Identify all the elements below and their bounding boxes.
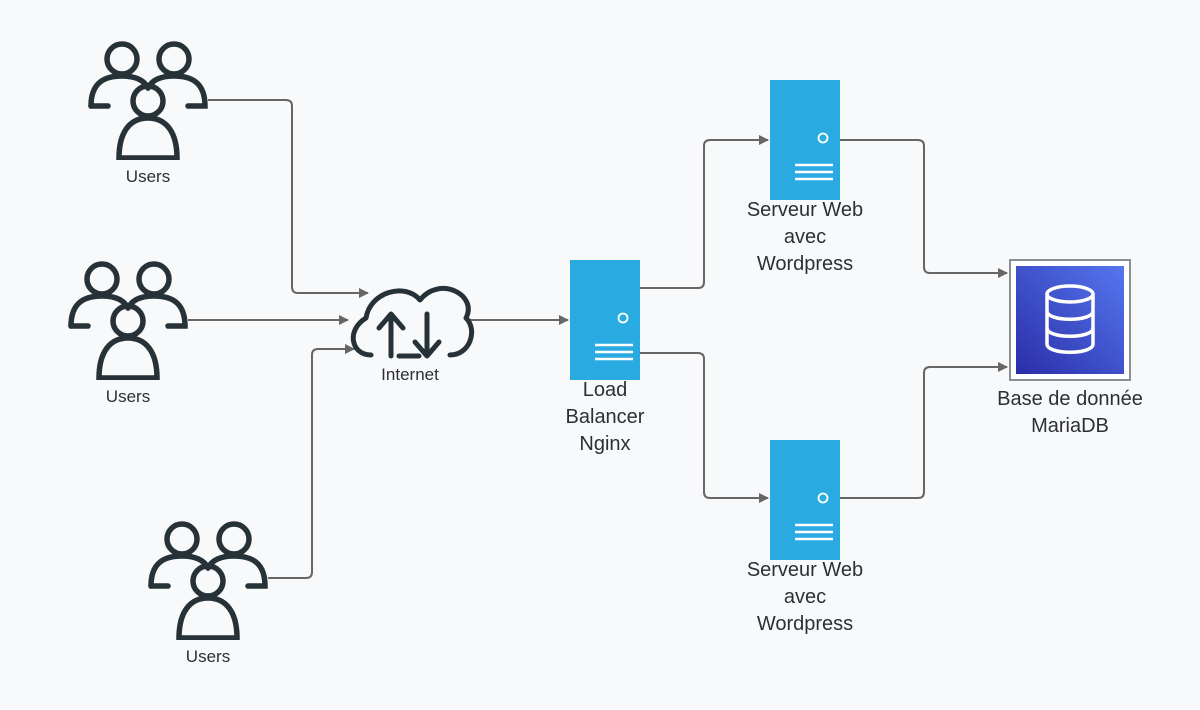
- internet-label: Internet: [381, 365, 439, 384]
- users-label-2: Users: [105, 387, 151, 406]
- connectors: [188, 99, 1008, 579]
- users-label-3: Users: [185, 647, 231, 666]
- cloud-upload-download-icon: [350, 286, 474, 359]
- connector-loadbalancer-web1: [640, 135, 769, 289]
- database-icon: [1009, 259, 1131, 381]
- web-server-label-1: Serveur Web avec Wordpress: [746, 199, 864, 275]
- web-server-label-2: Serveur Web avec Wordpress: [746, 559, 864, 635]
- database-label: Base de donnée MariaDB: [997, 388, 1143, 437]
- connector-web1-database: [840, 139, 1008, 278]
- connector-users3-internet: [268, 344, 355, 579]
- connector-users1-internet: [208, 99, 369, 298]
- users-group-icon: [151, 524, 265, 638]
- web-server-icon: [770, 440, 840, 560]
- users-group-icon: [91, 44, 205, 158]
- users-group-icon: [71, 264, 185, 378]
- connector-web2-database: [840, 362, 1008, 499]
- load-balancer-server-icon: [570, 260, 640, 380]
- connector-loadbalancer-web2: [640, 352, 769, 503]
- web-server-icon: [770, 80, 840, 200]
- load-balancer-label: Load Balancer Nginx: [565, 379, 645, 455]
- users-label-1: Users: [125, 167, 171, 186]
